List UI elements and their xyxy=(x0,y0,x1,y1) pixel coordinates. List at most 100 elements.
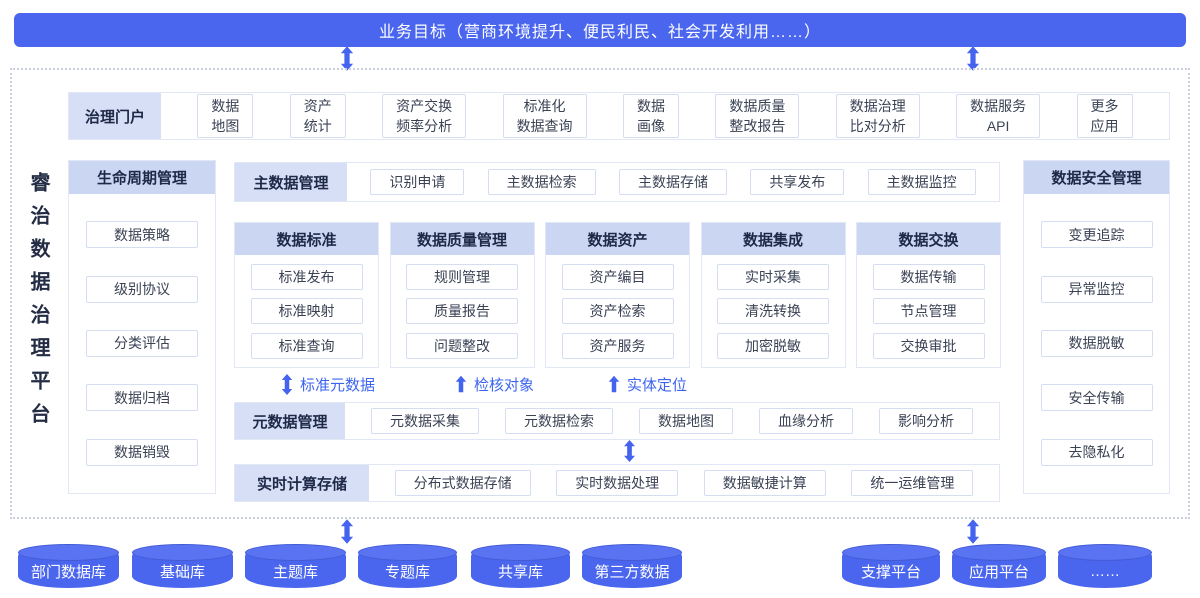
datasource-cylinder: 共享库 xyxy=(471,544,570,588)
portal-item: 数据质量 整改报告 xyxy=(715,94,800,138)
up-down-arrow-icon xyxy=(340,46,354,71)
security-item: 去隐私化 xyxy=(1040,438,1153,466)
column-header: 数据集成 xyxy=(701,223,845,255)
master-data-items: 识别申请 主数据检索 主数据存储 共享发布 主数据监控 xyxy=(347,163,999,201)
up-arrow-icon xyxy=(455,375,467,393)
datasource-cylinder: 主题库 xyxy=(245,544,346,588)
platform-title: 睿治数据治理平台 xyxy=(27,172,49,436)
column-item: 节点管理 xyxy=(872,298,985,324)
flow-label: 标准元数据 xyxy=(300,376,376,394)
capability-columns: 数据标准 标准发布 标准映射 标准查询 数据质量管理 规则管理 质量报告 问题整… xyxy=(234,222,1001,368)
lifecycle-panel: 生命周期管理 数据策略 级别协议 分类评估 数据归档 数据销毁 xyxy=(68,160,216,494)
master-data-row: 主数据管理 识别申请 主数据检索 主数据存储 共享发布 主数据监控 xyxy=(234,162,1000,202)
column-item: 标准查询 xyxy=(250,332,363,359)
lifecycle-items: 数据策略 级别协议 分类评估 数据归档 数据销毁 xyxy=(69,194,215,493)
datasource-cylinder: 部门数据库 xyxy=(18,544,119,588)
portal-item: 标准化 数据查询 xyxy=(502,94,587,138)
platform-cylinder: …… xyxy=(1058,544,1152,588)
realtime-row: 实时计算存储 分布式数据存储 实时数据处理 数据敏捷计算 统一运维管理 xyxy=(234,464,1000,502)
column-item: 资产检索 xyxy=(561,298,674,324)
security-item: 异常监控 xyxy=(1040,275,1153,303)
column-header: 数据质量管理 xyxy=(390,223,534,255)
metadata-label: 元数据管理 xyxy=(235,403,345,439)
column-header: 数据交换 xyxy=(857,223,1000,255)
realtime-item: 分布式数据存储 xyxy=(394,470,531,496)
portal-row: 治理门户 数据 地图 资产 统计 资产交换 频率分析 标准化 数据查询 数据 画… xyxy=(68,92,1170,140)
security-item: 安全传输 xyxy=(1040,384,1153,412)
portal-label: 治理门户 xyxy=(69,93,161,139)
up-down-arrow-icon xyxy=(966,519,980,544)
column-item: 问题整改 xyxy=(406,332,518,359)
portal-item: 数据服务 API xyxy=(956,94,1041,138)
lifecycle-item: 分类评估 xyxy=(86,329,198,357)
master-data-item: 共享发布 xyxy=(750,169,845,195)
up-down-arrow-icon xyxy=(966,46,980,71)
column-data-standard: 数据标准 标准发布 标准映射 标准查询 xyxy=(234,222,379,368)
lifecycle-item: 数据策略 xyxy=(86,221,198,249)
column-item: 标准映射 xyxy=(250,298,363,324)
column-item: 规则管理 xyxy=(406,263,518,290)
column-item: 清洗转换 xyxy=(717,298,829,324)
portal-item: 数据治理 比对分析 xyxy=(835,94,920,138)
realtime-label: 实时计算存储 xyxy=(235,465,369,501)
column-item: 加密脱敏 xyxy=(717,332,829,359)
business-goal-banner: 业务目标（营商环境提升、便民利民、社会开发利用……） xyxy=(14,13,1186,47)
column-item: 实时采集 xyxy=(717,263,829,290)
up-down-arrow-icon xyxy=(623,440,636,462)
datasource-cylinder: 专题库 xyxy=(358,544,457,588)
up-down-arrow-icon xyxy=(281,373,293,395)
master-data-item: 主数据检索 xyxy=(487,169,596,195)
metadata-item: 元数据检索 xyxy=(505,408,613,434)
realtime-item: 数据敏捷计算 xyxy=(703,470,826,496)
metadata-item: 血缘分析 xyxy=(759,408,853,434)
column-item: 质量报告 xyxy=(406,298,518,324)
portal-item: 资产 统计 xyxy=(289,94,346,138)
portal-item: 资产交换 频率分析 xyxy=(382,94,467,138)
realtime-items: 分布式数据存储 实时数据处理 数据敏捷计算 统一运维管理 xyxy=(369,465,999,501)
master-data-item: 主数据存储 xyxy=(618,169,727,195)
metadata-items: 元数据采集 元数据检索 数据地图 血缘分析 影响分析 xyxy=(345,403,999,439)
flow-label: 检核对象 xyxy=(474,376,535,394)
lifecycle-item: 数据归档 xyxy=(86,384,198,412)
column-item: 数据传输 xyxy=(872,263,985,290)
portal-item: 数据 地图 xyxy=(197,94,254,138)
master-data-label: 主数据管理 xyxy=(235,163,347,201)
flow-entity-location: 实体定位 xyxy=(608,372,687,396)
portal-items: 数据 地图 资产 统计 资产交换 频率分析 标准化 数据查询 数据 画像 数据质… xyxy=(161,93,1169,139)
flow-standard-metadata: 标准元数据 xyxy=(281,372,375,396)
master-data-item: 主数据监控 xyxy=(867,169,976,195)
column-item: 资产服务 xyxy=(561,332,674,359)
lifecycle-item: 数据销毁 xyxy=(86,438,198,466)
column-item: 资产编目 xyxy=(561,263,674,290)
datasource-cylinder: 基础库 xyxy=(132,544,233,588)
column-header: 数据标准 xyxy=(235,223,378,255)
security-header: 数据安全管理 xyxy=(1024,161,1169,194)
column-header: 数据资产 xyxy=(546,223,689,255)
realtime-item: 统一运维管理 xyxy=(851,470,974,496)
metadata-item: 数据地图 xyxy=(639,408,733,434)
column-item: 交换审批 xyxy=(872,332,985,359)
security-item: 数据脱敏 xyxy=(1040,329,1153,357)
master-data-item: 识别申请 xyxy=(370,169,465,195)
column-item: 标准发布 xyxy=(250,263,363,290)
column-data-asset: 数据资产 资产编目 资产检索 资产服务 xyxy=(545,222,690,368)
flow-check-object: 检核对象 xyxy=(455,372,534,396)
security-item: 变更追踪 xyxy=(1040,221,1153,249)
platform-boundary xyxy=(10,68,1190,519)
up-down-arrow-icon xyxy=(340,519,354,544)
platform-cylinder: 应用平台 xyxy=(952,544,1046,588)
column-data-quality: 数据质量管理 规则管理 质量报告 问题整改 xyxy=(389,222,535,368)
realtime-item: 实时数据处理 xyxy=(556,470,679,496)
portal-item: 数据 画像 xyxy=(622,94,679,138)
flow-label: 实体定位 xyxy=(627,376,688,394)
column-data-exchange: 数据交换 数据传输 节点管理 交换审批 xyxy=(856,222,1001,368)
up-arrow-icon xyxy=(608,375,620,393)
column-data-integration: 数据集成 实时采集 清洗转换 加密脱敏 xyxy=(700,222,846,368)
metadata-item: 影响分析 xyxy=(879,408,973,434)
datasource-cylinder: 第三方数据 xyxy=(582,544,682,588)
security-panel: 数据安全管理 变更追踪 异常监控 数据脱敏 安全传输 去隐私化 xyxy=(1023,160,1170,494)
lifecycle-header: 生命周期管理 xyxy=(69,161,215,194)
portal-item: 更多 应用 xyxy=(1076,94,1133,138)
metadata-item: 元数据采集 xyxy=(371,408,479,434)
